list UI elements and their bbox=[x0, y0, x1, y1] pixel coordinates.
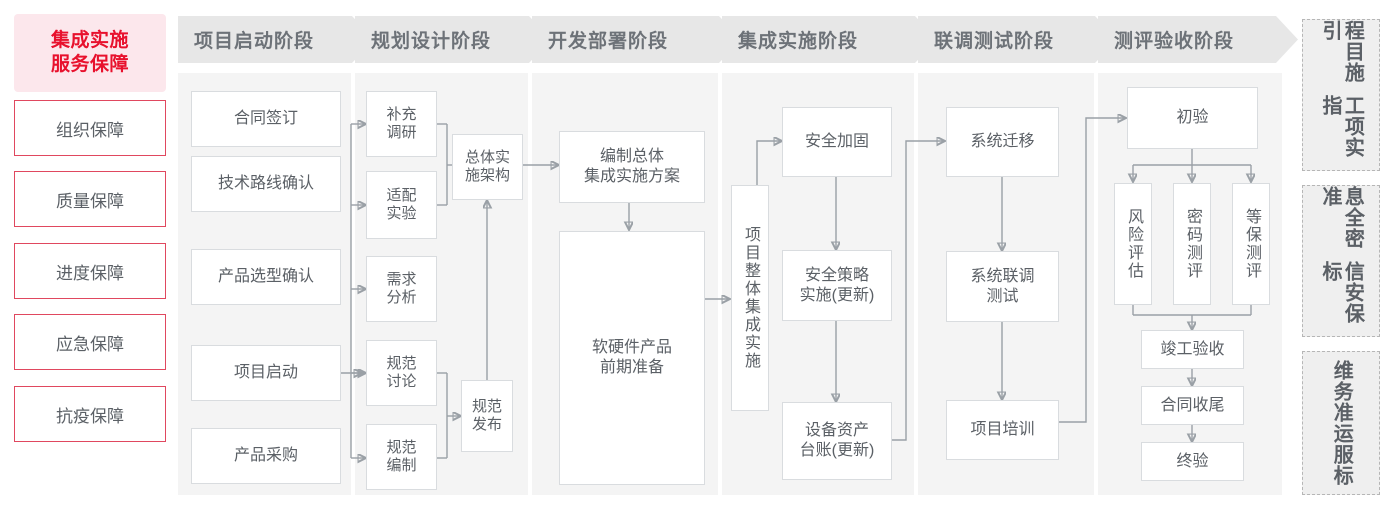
node-draft-overall-integration-plan[interactable]: 编制总体 集成实施方案 bbox=[559, 131, 705, 203]
standard-infosec-col-b: 息全密准 bbox=[1319, 186, 1364, 249]
node-overall-arch-l2: 施架构 bbox=[464, 167, 510, 184]
node-spec-release[interactable]: 规范 发布 bbox=[461, 380, 513, 452]
left-title-line2: 服务保障 bbox=[50, 54, 129, 75]
node-spec-discussion-l1: 规范 bbox=[386, 354, 417, 372]
standard-infosec-col-a: 信安保标 bbox=[1319, 261, 1364, 324]
node-contract-signing[interactable]: 合同签订 bbox=[191, 91, 341, 147]
node-asset-ledger-l1: 设备资产 bbox=[804, 422, 869, 440]
guarantee-item-epidemic[interactable]: 抗疫保障 bbox=[14, 386, 166, 442]
standard-ops-col-b: 维务准 bbox=[1330, 360, 1353, 423]
node-supplementary-research-l1: 补充 bbox=[386, 105, 417, 123]
node-system-joint-debug-test[interactable]: 系统联调 测试 bbox=[946, 251, 1059, 322]
node-requirement-analysis-l1: 需求 bbox=[386, 270, 417, 288]
node-adaptation-experiment[interactable]: 适配 实验 bbox=[366, 171, 437, 239]
node-requirement-analysis-l2: 分析 bbox=[386, 289, 417, 306]
node-security-policy-l2: 实施(更新) bbox=[799, 286, 875, 304]
guarantee-item-emergency[interactable]: 应急保障 bbox=[14, 314, 166, 370]
node-spec-discussion-l2: 讨论 bbox=[386, 373, 417, 390]
node-project-training[interactable]: 项目培训 bbox=[946, 400, 1059, 460]
node-hw-sw-prep-l1: 软硬件产品 bbox=[591, 339, 672, 357]
node-mlps-evaluation[interactable]: 等保测评 bbox=[1232, 183, 1270, 305]
node-preliminary-acceptance[interactable]: 初验 bbox=[1127, 87, 1258, 149]
node-security-policy-l1: 安全策略 bbox=[804, 266, 869, 284]
node-cryptography-evaluation[interactable]: 密码测评 bbox=[1173, 183, 1211, 305]
node-adaptation-experiment-l1: 适配 bbox=[386, 186, 417, 204]
node-overall-arch-l1: 总体实 bbox=[464, 148, 510, 166]
node-adaptation-experiment-l2: 实验 bbox=[386, 205, 417, 222]
node-hw-sw-preparation[interactable]: 软硬件产品 前期准备 bbox=[559, 231, 705, 485]
node-requirement-analysis[interactable]: 需求 分析 bbox=[366, 256, 437, 322]
node-supplementary-research-l2: 调研 bbox=[386, 124, 417, 141]
node-supplementary-research[interactable]: 补充 调研 bbox=[366, 91, 437, 157]
node-final-acceptance[interactable]: 终验 bbox=[1141, 442, 1244, 481]
node-overall-implementation-architecture[interactable]: 总体实 施架构 bbox=[452, 134, 523, 200]
left-title-box: 集成实施 服务保障 bbox=[14, 14, 166, 92]
phase-header-5[interactable]: 联调测试阶段 bbox=[918, 16, 1117, 63]
phase-header-4[interactable]: 集成实施阶段 bbox=[722, 16, 937, 63]
left-title-line1: 集成实施 bbox=[50, 29, 129, 51]
standard-infosec-text: 息全密准 信安保标 bbox=[1319, 186, 1364, 336]
standard-eng-col-b: 程目施引 bbox=[1319, 20, 1364, 83]
node-spec-drafting-l2: 编制 bbox=[386, 457, 417, 474]
node-product-selection-confirm[interactable]: 产品选型确认 bbox=[191, 249, 341, 305]
guarantee-item-quality[interactable]: 质量保障 bbox=[14, 171, 166, 227]
node-security-policy-implementation[interactable]: 安全策略 实施(更新) bbox=[782, 250, 892, 321]
node-risk-assessment[interactable]: 风险评估 bbox=[1114, 183, 1152, 305]
node-spec-drafting-l1: 规范 bbox=[386, 438, 417, 456]
node-completion-acceptance[interactable]: 竣工验收 bbox=[1141, 330, 1244, 369]
standard-ops-col-a: 运服标 bbox=[1330, 423, 1353, 486]
node-asset-ledger-l2: 台账(更新) bbox=[799, 442, 875, 459]
node-equipment-asset-ledger[interactable]: 设备资产 台账(更新) bbox=[782, 402, 892, 480]
node-draft-plan-l2: 集成实施方案 bbox=[583, 168, 680, 185]
phase-header-2[interactable]: 规划设计阶段 bbox=[355, 16, 551, 63]
node-draft-plan-l1: 编制总体 bbox=[599, 148, 664, 166]
node-spec-release-l1: 规范 bbox=[471, 397, 502, 415]
standard-panel-infosec[interactable]: 息全密准 信安保标 bbox=[1302, 185, 1380, 337]
phase-header-1[interactable]: 项目启动阶段 bbox=[178, 16, 374, 63]
node-spec-discussion[interactable]: 规范 讨论 bbox=[366, 340, 437, 406]
node-joint-test-l1: 系统联调 bbox=[970, 267, 1035, 285]
node-tech-route-confirm[interactable]: 技术路线确认 bbox=[191, 156, 341, 212]
node-security-hardening[interactable]: 安全加固 bbox=[782, 107, 892, 177]
standard-panel-engineering-guide[interactable]: 程目施引 工项实指 bbox=[1302, 19, 1380, 171]
standard-panel-ops-service[interactable]: 维务准 运服标 bbox=[1302, 351, 1380, 495]
node-hw-sw-prep-l2: 前期准备 bbox=[599, 359, 664, 376]
node-project-kickoff[interactable]: 项目启动 bbox=[191, 345, 341, 401]
node-product-procurement[interactable]: 产品采购 bbox=[191, 428, 341, 484]
phase-header-6[interactable]: 测评验收阶段 bbox=[1098, 16, 1298, 63]
node-contract-closure[interactable]: 合同收尾 bbox=[1141, 386, 1244, 425]
standard-eng-col-a: 工项实指 bbox=[1319, 95, 1364, 158]
guarantee-item-schedule[interactable]: 进度保障 bbox=[14, 243, 166, 299]
node-overall-project-integration[interactable]: 项目整体集成实施 bbox=[731, 185, 769, 411]
guarantee-item-organization[interactable]: 组织保障 bbox=[14, 100, 166, 156]
node-spec-release-l2: 发布 bbox=[471, 416, 502, 433]
standard-engineering-guide-text: 程目施引 工项实指 bbox=[1319, 20, 1364, 170]
node-joint-test-l2: 测试 bbox=[986, 287, 1019, 305]
node-spec-drafting[interactable]: 规范 编制 bbox=[366, 424, 437, 490]
phase-header-3[interactable]: 开发部署阶段 bbox=[532, 16, 741, 63]
standard-ops-text: 维务准 运服标 bbox=[1330, 352, 1352, 494]
node-system-migration[interactable]: 系统迁移 bbox=[946, 107, 1059, 177]
